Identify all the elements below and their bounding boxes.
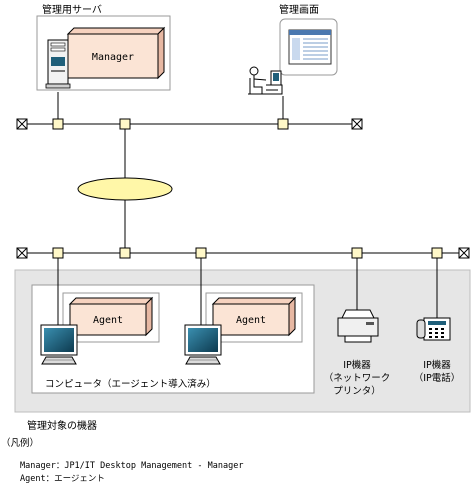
ip-device-label-3: プリンタ） [333,385,381,397]
computer-icon [40,324,78,365]
computer-icon [184,324,222,365]
manager-box-label: Manager [92,52,134,63]
server-icon [45,39,71,89]
printer-icon [337,309,379,343]
manager-box [66,26,166,80]
mgmt-server-label: 管理用サーバ [42,3,102,16]
mgmt-screen-icon [288,29,332,65]
mgmt-screen-label: 管理画面 [279,3,319,16]
network-cloud [77,177,173,201]
ip-phone-icon [416,317,451,341]
agent-box-2 [205,292,303,343]
agent-label-2: Agent [236,315,266,326]
computer-group-label: コンピュータ（エージェント導入済み） [45,378,216,390]
terminator-icon [16,118,470,259]
legend-manager: Manager：JP1/IT Desktop Management - Mana… [20,461,243,471]
agent-box-1 [62,292,160,343]
agent-label-1: Agent [93,315,123,326]
network-node [52,118,443,259]
legend-title: （凡例） [1,437,39,449]
ip-phone-label-2: （IP電話） [414,372,461,384]
ip-device-label-2: （ネットワーク [324,372,391,384]
operator-icon [248,66,283,95]
legend-agent: Agent：エージェント [20,474,105,484]
ip-phone-label-1: IP機器 [423,359,451,371]
ip-device-label-1: IP機器 [343,359,371,371]
managed-devices-label: 管理対象の機器 [27,419,97,432]
